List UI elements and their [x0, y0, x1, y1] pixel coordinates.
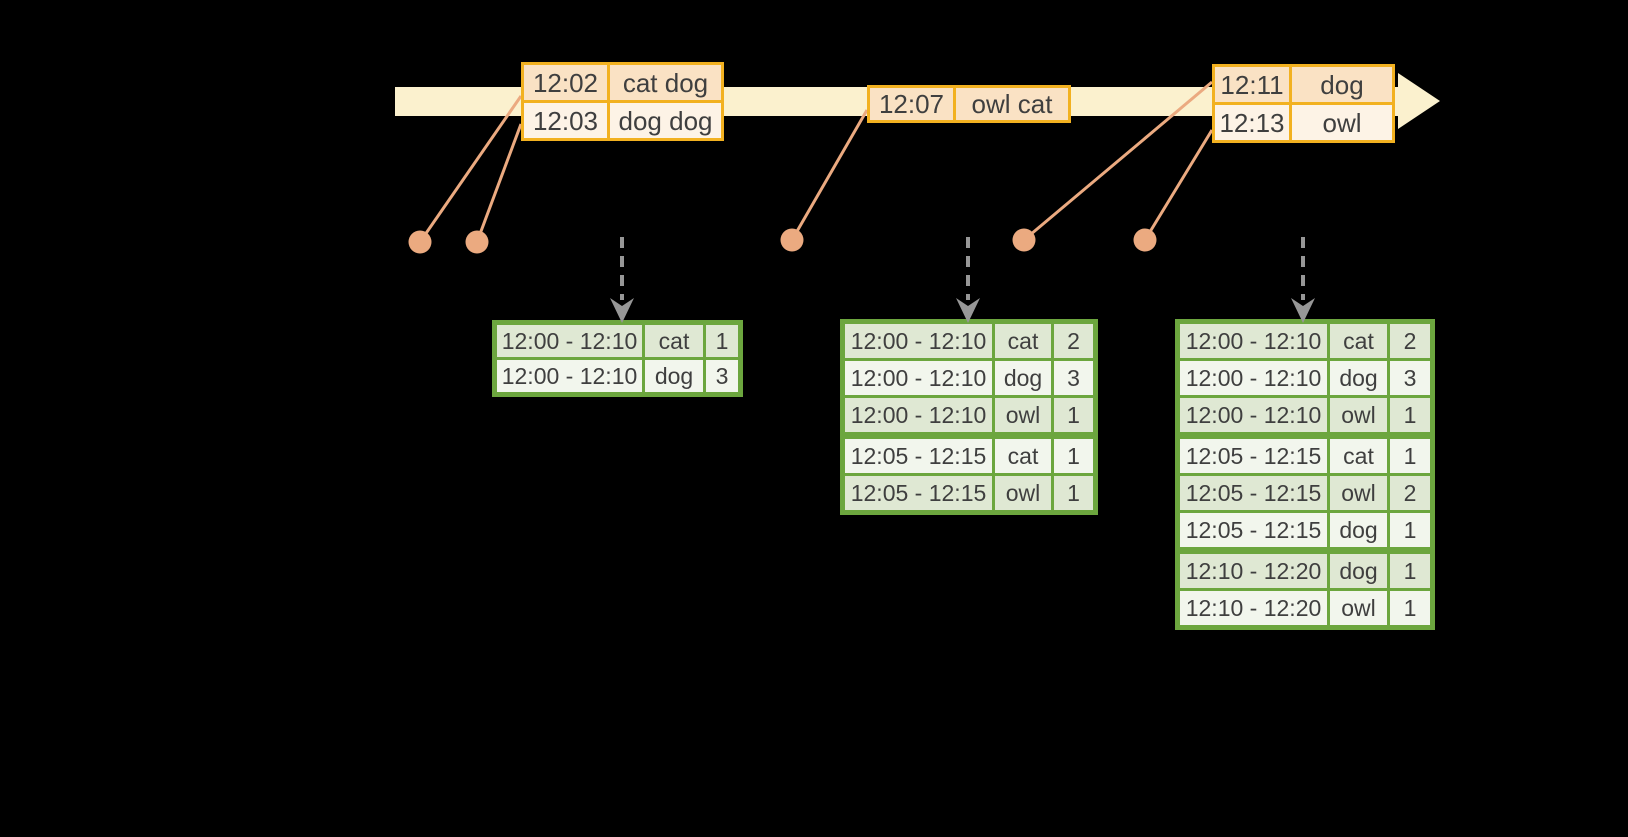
- word-cell: cat: [995, 439, 1051, 473]
- trigger-dashed-lines: [620, 237, 1305, 300]
- window-cell: 12:00 - 12:10: [1180, 398, 1327, 432]
- window-cell: 12:00 - 12:10: [1180, 361, 1327, 395]
- word-cell: owl: [1330, 398, 1387, 432]
- count-cell: 1: [706, 325, 738, 357]
- word-cell: cat: [1330, 324, 1387, 358]
- window-cell: 12:10 - 12:20: [1180, 591, 1327, 625]
- window-cell: 12:05 - 12:15: [845, 439, 992, 473]
- time-cell: 12:03: [524, 103, 607, 138]
- window-cell: 12:05 - 12:15: [1180, 439, 1327, 473]
- connector-line: [790, 109, 869, 241]
- window-cell: 12:05 - 12:15: [845, 476, 992, 510]
- result-row: 12:00 - 12:10 dog 3: [845, 361, 1093, 395]
- window-cell: 12:00 - 12:10: [845, 361, 992, 395]
- result-table-2: 12:00 - 12:10 cat 2 12:00 - 12:10 dog 3 …: [840, 319, 1098, 515]
- window-cell: 12:00 - 12:10: [497, 325, 642, 357]
- word-cell: dog: [645, 360, 703, 392]
- window-cell: 12:00 - 12:10: [497, 360, 642, 392]
- count-cell: 2: [1054, 324, 1093, 358]
- window-cell: 12:00 - 12:10: [845, 398, 992, 432]
- result-row: 12:00 - 12:10 cat 1: [497, 325, 738, 357]
- count-cell: 1: [1390, 554, 1430, 588]
- result-row: 12:00 - 12:10 dog 3: [497, 360, 738, 392]
- result-row: 12:00 - 12:10 owl 1: [845, 398, 1093, 432]
- word-cell: dog: [1330, 361, 1387, 395]
- count-cell: 1: [1054, 398, 1093, 432]
- time-cell: 12:11: [1215, 67, 1289, 102]
- word-cell: owl: [1330, 476, 1387, 510]
- result-row: 12:00 - 12:10 dog 3: [1180, 361, 1430, 395]
- word-cell: owl: [995, 398, 1051, 432]
- count-cell: 2: [1390, 324, 1430, 358]
- count-cell: 1: [1054, 476, 1093, 510]
- result-table-1: 12:00 - 12:10 cat 1 12:00 - 12:10 dog 3: [492, 320, 743, 397]
- word-cell: cat: [645, 325, 703, 357]
- result-row: 12:00 - 12:10 cat 2: [1180, 324, 1430, 358]
- count-cell: 1: [1390, 513, 1430, 547]
- connector-line: [1143, 129, 1214, 241]
- word-cell: dog: [995, 361, 1051, 395]
- window-cell: 12:05 - 12:15: [1180, 476, 1327, 510]
- input-table-1: 12:02 cat dog 12:03 dog dog: [521, 62, 724, 141]
- result-table-3: 12:00 - 12:10 cat 2 12:00 - 12:10 dog 3 …: [1175, 319, 1435, 630]
- words-cell: owl: [1292, 105, 1392, 140]
- count-cell: 3: [1390, 361, 1430, 395]
- result-row: 12:00 - 12:10 cat 2: [845, 324, 1093, 358]
- event-dot: [465, 230, 489, 254]
- word-cell: cat: [1330, 439, 1387, 473]
- word-cell: owl: [1330, 591, 1387, 625]
- window-cell: 12:00 - 12:10: [1180, 324, 1327, 358]
- result-row: 12:10 - 12:20 owl 1: [1180, 591, 1430, 625]
- word-cell: owl: [995, 476, 1051, 510]
- words-cell: cat dog: [610, 65, 721, 100]
- word-cell: cat: [995, 324, 1051, 358]
- result-row: 12:05 - 12:15 cat 1: [1180, 439, 1430, 473]
- event-dot: [780, 228, 804, 252]
- result-row: 12:05 - 12:15 owl 2: [1180, 476, 1430, 510]
- word-cell: dog: [1330, 554, 1387, 588]
- timeline-arrowhead-icon: [1398, 73, 1440, 129]
- word-cell: dog: [1330, 513, 1387, 547]
- connector-line: [418, 95, 523, 243]
- count-cell: 1: [1390, 439, 1430, 473]
- event-dots: [408, 228, 1157, 254]
- time-cell: 12:13: [1215, 105, 1289, 140]
- result-row: 12:05 - 12:15 cat 1: [845, 439, 1093, 473]
- window-cell: 12:05 - 12:15: [1180, 513, 1327, 547]
- time-cell: 12:07: [870, 88, 953, 120]
- time-cell: 12:02: [524, 65, 607, 100]
- event-dot: [1133, 228, 1157, 252]
- words-cell: dog: [1292, 67, 1392, 102]
- window-cell: 12:10 - 12:20: [1180, 554, 1327, 588]
- result-row: 12:05 - 12:15 dog 1: [1180, 513, 1430, 547]
- window-cell: 12:00 - 12:10: [845, 324, 992, 358]
- count-cell: 2: [1390, 476, 1430, 510]
- count-cell: 1: [1390, 398, 1430, 432]
- count-cell: 3: [1054, 361, 1093, 395]
- event-dot: [408, 230, 432, 254]
- count-cell: 3: [706, 360, 738, 392]
- result-row: 12:00 - 12:10 owl 1: [1180, 398, 1430, 432]
- result-row: 12:10 - 12:20 dog 1: [1180, 554, 1430, 588]
- result-row: 12:05 - 12:15 owl 1: [845, 476, 1093, 510]
- count-cell: 1: [1390, 591, 1430, 625]
- count-cell: 1: [1054, 439, 1093, 473]
- words-cell: owl cat: [956, 88, 1068, 120]
- words-cell: dog dog: [610, 103, 721, 138]
- input-table-2: 12:07 owl cat: [867, 85, 1071, 123]
- connector-line: [475, 123, 523, 243]
- input-table-3: 12:11 dog 12:13 owl: [1212, 64, 1395, 143]
- event-dot: [1012, 228, 1036, 252]
